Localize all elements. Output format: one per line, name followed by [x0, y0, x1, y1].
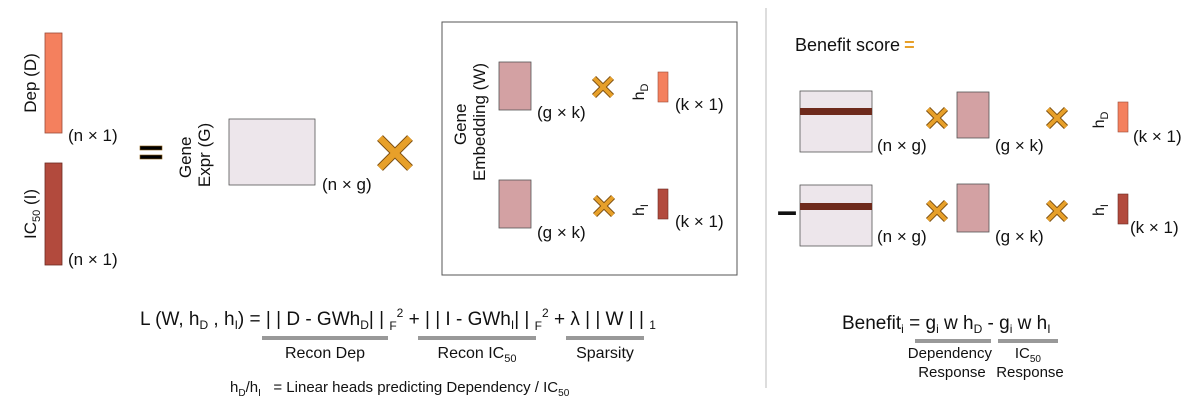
dependency-response-underline: [915, 339, 991, 343]
ic50-response-label: IC50 Response: [996, 345, 1064, 381]
multiply-icon: [925, 106, 949, 130]
top-head-label: hD: [1091, 112, 1111, 129]
embedding-matrix-bottom: [498, 179, 532, 229]
hi-label: hI: [631, 204, 651, 216]
ic50-label: IC50 (I): [21, 189, 43, 239]
embedding-label: Gene Embedding (W): [451, 63, 489, 181]
embedding-box: [441, 21, 738, 276]
dep-bar: [44, 32, 63, 134]
bottom-head-label: hI: [1091, 204, 1111, 216]
top-head-dim: (k × 1): [1133, 127, 1182, 146]
embedding-dim-bottom: (g × k): [537, 223, 586, 242]
ic50-bar: [44, 162, 63, 266]
top-embed-dim: (g × k): [995, 136, 1044, 155]
recon-dep-underline: [262, 336, 388, 340]
minus-sign: –: [777, 190, 797, 231]
recon-ic50-underline: [418, 336, 536, 340]
dep-dim: (n × 1): [68, 126, 118, 145]
gene-expr-dim: (n × g): [322, 175, 372, 194]
multiply-icon: [1045, 199, 1069, 223]
bottom-head-dim: (k × 1): [1130, 218, 1179, 237]
multiply-icon: [1045, 106, 1069, 130]
heads-note: hD/hI = Linear heads predicting Dependen…: [230, 379, 570, 399]
gene-expr-label: Gene Expr (G): [176, 123, 214, 187]
multiply-icon: [592, 194, 616, 218]
multiply-icon: [591, 75, 615, 99]
ic50-dim: (n × 1): [68, 250, 118, 269]
equals-sign: [139, 145, 163, 160]
sparsity-underline: [566, 336, 644, 340]
top-head-vector: [1117, 101, 1129, 133]
gene-expr-matrix-highlighted-bottom: [799, 184, 873, 247]
gene-expr-matrix: [228, 118, 316, 186]
embedding-dim-top: (g × k): [537, 103, 586, 122]
multiply-icon: [925, 199, 949, 223]
recon-ic50-label: Recon IC50: [438, 345, 517, 365]
bottom-head-vector: [1117, 193, 1129, 225]
hi-vector: [657, 188, 669, 220]
top-gene-dim: (n × g): [877, 136, 927, 155]
gene-expr-matrix-highlighted-top: [799, 90, 873, 153]
embedding-matrix-top: [498, 61, 532, 111]
dep-label: Dep (D): [21, 53, 40, 113]
hi-dim: (k × 1): [675, 212, 724, 231]
benefit-formula: Benefiti = gi w hD - gi w hI: [842, 313, 1051, 336]
top-embedding-matrix: [956, 91, 990, 139]
bottom-gene-dim: (n × g): [877, 227, 927, 246]
benefit-score-title: Benefit score=: [795, 35, 915, 55]
hd-label: hD: [631, 84, 651, 101]
bottom-embedding-matrix: [956, 183, 990, 233]
dependency-response-label: Dependency Response: [908, 345, 996, 381]
ic50-response-underline: [998, 339, 1058, 343]
recon-dep-label: Recon Dep: [285, 345, 365, 362]
loss-formula: L (W, hD , hI) = | | D - GWhD| | F2 + | …: [140, 306, 656, 333]
multiply-icon: [377, 135, 413, 171]
bottom-embed-dim: (g × k): [995, 227, 1044, 246]
hd-vector: [657, 71, 669, 103]
sparsity-label: Sparsity: [576, 345, 634, 362]
hd-dim: (k × 1): [675, 95, 724, 114]
